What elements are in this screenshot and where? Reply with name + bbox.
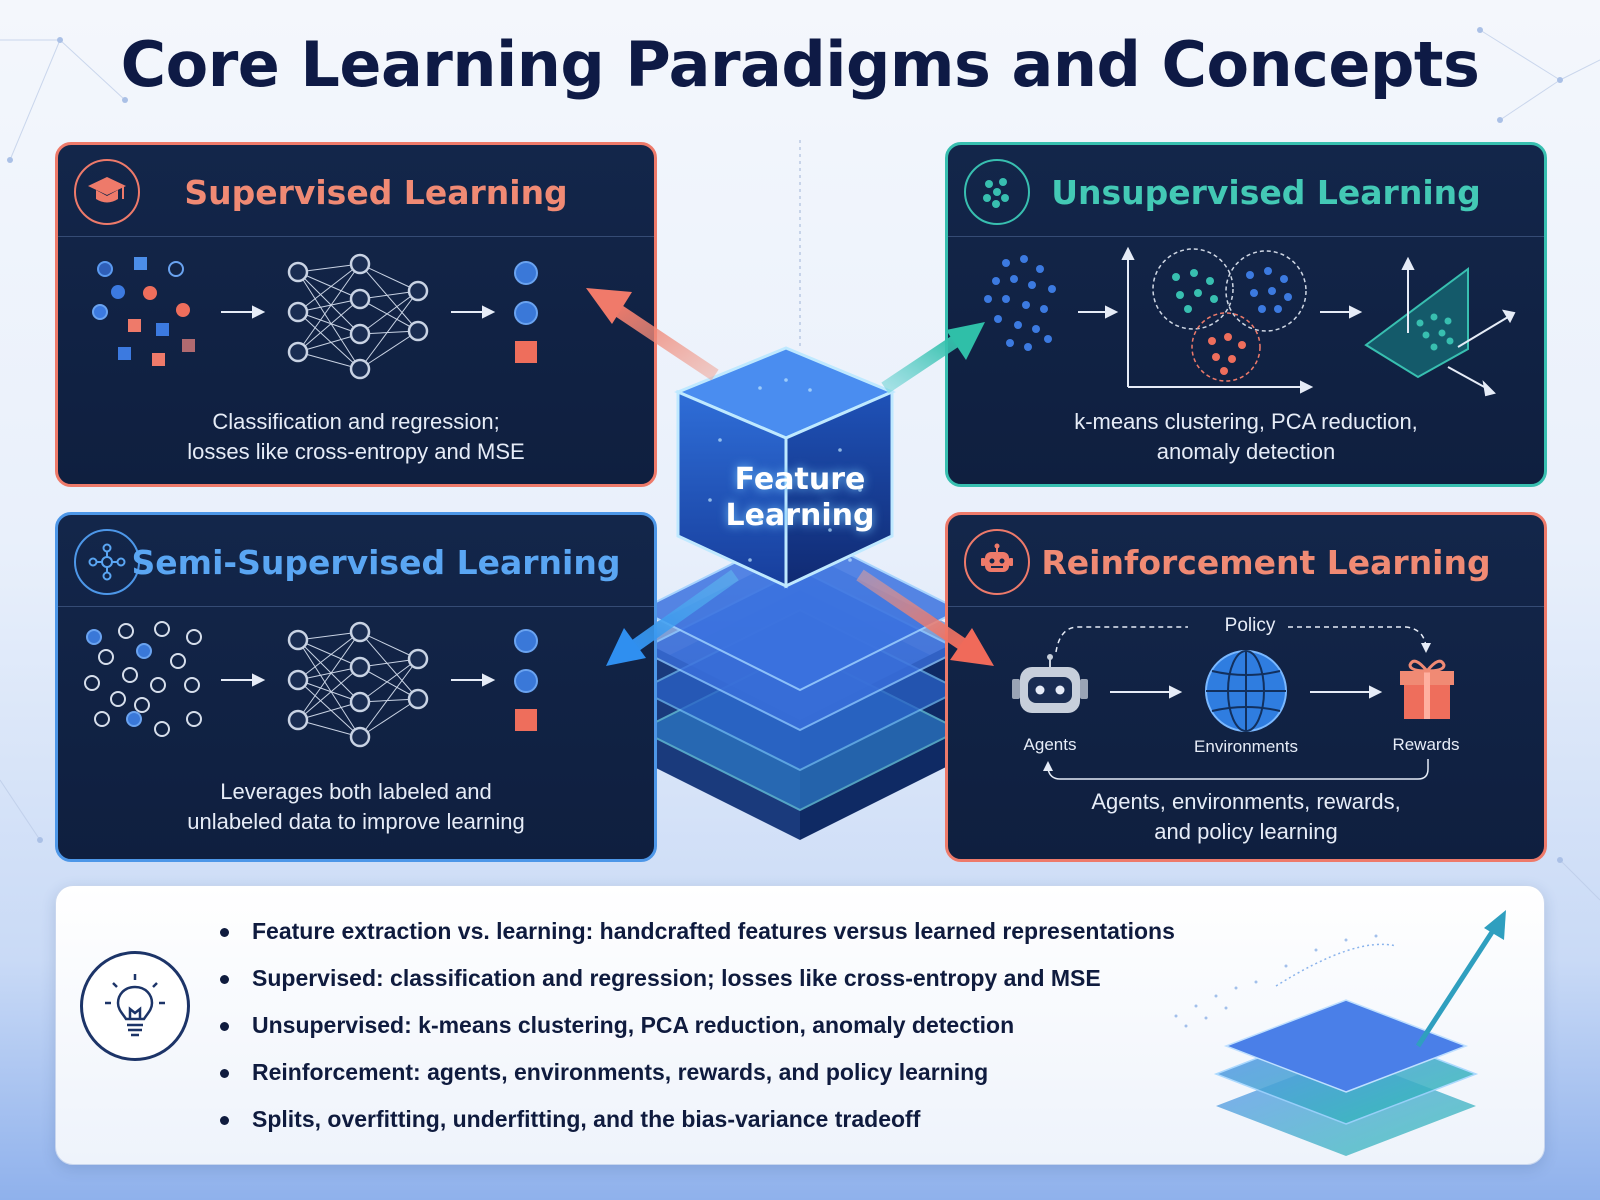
- panel-reinforcement: Reinforcement Learning: [945, 512, 1547, 862]
- summary-bullet: Supervised: classification and regressio…: [216, 955, 1175, 1002]
- panel-description: Classification and regression; losses li…: [58, 407, 654, 467]
- layered-growth-illustration: [1174, 910, 1506, 1156]
- panel-semi-supervised: Semi-Supervised Learning: [55, 512, 657, 862]
- unsupervised-diagram: [984, 246, 1516, 397]
- summary-bullet-list: Feature extraction vs. learning: handcra…: [216, 908, 1175, 1143]
- panel-title: Reinforcement Learning: [1041, 543, 1491, 582]
- robot-icon: [964, 529, 1030, 595]
- agents-label: Agents: [1023, 735, 1077, 754]
- panel-supervised: Supervised Learning: [55, 142, 657, 487]
- panel-header: Supervised Learning: [58, 145, 654, 237]
- globe-icon: [1205, 650, 1287, 732]
- panel-description: Agents, environments, rewards, and polic…: [948, 787, 1544, 847]
- panel-title: Supervised Learning: [184, 173, 568, 212]
- panel-header: Semi-Supervised Learning: [58, 515, 654, 607]
- desc-line-2: and policy learning: [1154, 819, 1338, 844]
- desc-line-2: losses like cross-entropy and MSE: [187, 439, 525, 464]
- rewards-label: Rewards: [1392, 735, 1460, 754]
- gift-icon: [1400, 659, 1454, 719]
- desc-line-1: Agents, environments, rewards,: [1091, 789, 1401, 814]
- summary-bullet: Splits, overfitting, underfitting, and t…: [216, 1096, 1175, 1143]
- panel-title: Unsupervised Learning: [1051, 173, 1481, 212]
- panel-title: Semi-Supervised Learning: [131, 543, 621, 582]
- policy-label: Policy: [1224, 615, 1276, 636]
- panel-header: Reinforcement Learning: [948, 515, 1544, 607]
- feature-learning-cube: [620, 346, 980, 840]
- center-label: Feature Learning: [690, 462, 910, 534]
- summary-bullet: Feature extraction vs. learning: handcra…: [216, 908, 1175, 955]
- supervised-diagram: [92, 253, 538, 380]
- lightbulb-icon: [80, 951, 190, 1061]
- desc-line-2: unlabeled data to improve learning: [187, 809, 525, 834]
- page-title: Core Learning Paradigms and Concepts: [120, 28, 1480, 101]
- summary-bullet: Reinforcement: agents, environments, rew…: [216, 1049, 1175, 1096]
- panel-description: Leverages both labeled and unlabeled dat…: [58, 777, 654, 837]
- desc-line-1: Leverages both labeled and: [220, 779, 492, 804]
- reinforcement-diagram: [1012, 626, 1454, 780]
- summary-bullet: Unsupervised: k-means clustering, PCA re…: [216, 1002, 1175, 1049]
- graduation-cap-icon: [74, 159, 140, 225]
- environments-label: Environments: [1194, 737, 1298, 756]
- summary-panel: Feature extraction vs. learning: handcra…: [55, 885, 1545, 1165]
- clusters-icon: [964, 159, 1030, 225]
- panel-description: k-means clustering, PCA reduction, anoma…: [948, 407, 1544, 467]
- panel-unsupervised: Unsupervised Learning: [945, 142, 1547, 487]
- desc-line-1: k-means clustering, PCA reduction,: [1074, 409, 1418, 434]
- network-icon: [74, 529, 140, 595]
- semi-supervised-diagram: [84, 621, 538, 748]
- desc-line-1: Classification and regression;: [212, 409, 500, 434]
- center-label-line2: Learning: [725, 498, 875, 533]
- agent-robot-icon: [1012, 654, 1088, 713]
- center-label-line1: Feature: [734, 462, 866, 497]
- panel-header: Unsupervised Learning: [948, 145, 1544, 237]
- desc-line-2: anomaly detection: [1156, 439, 1336, 464]
